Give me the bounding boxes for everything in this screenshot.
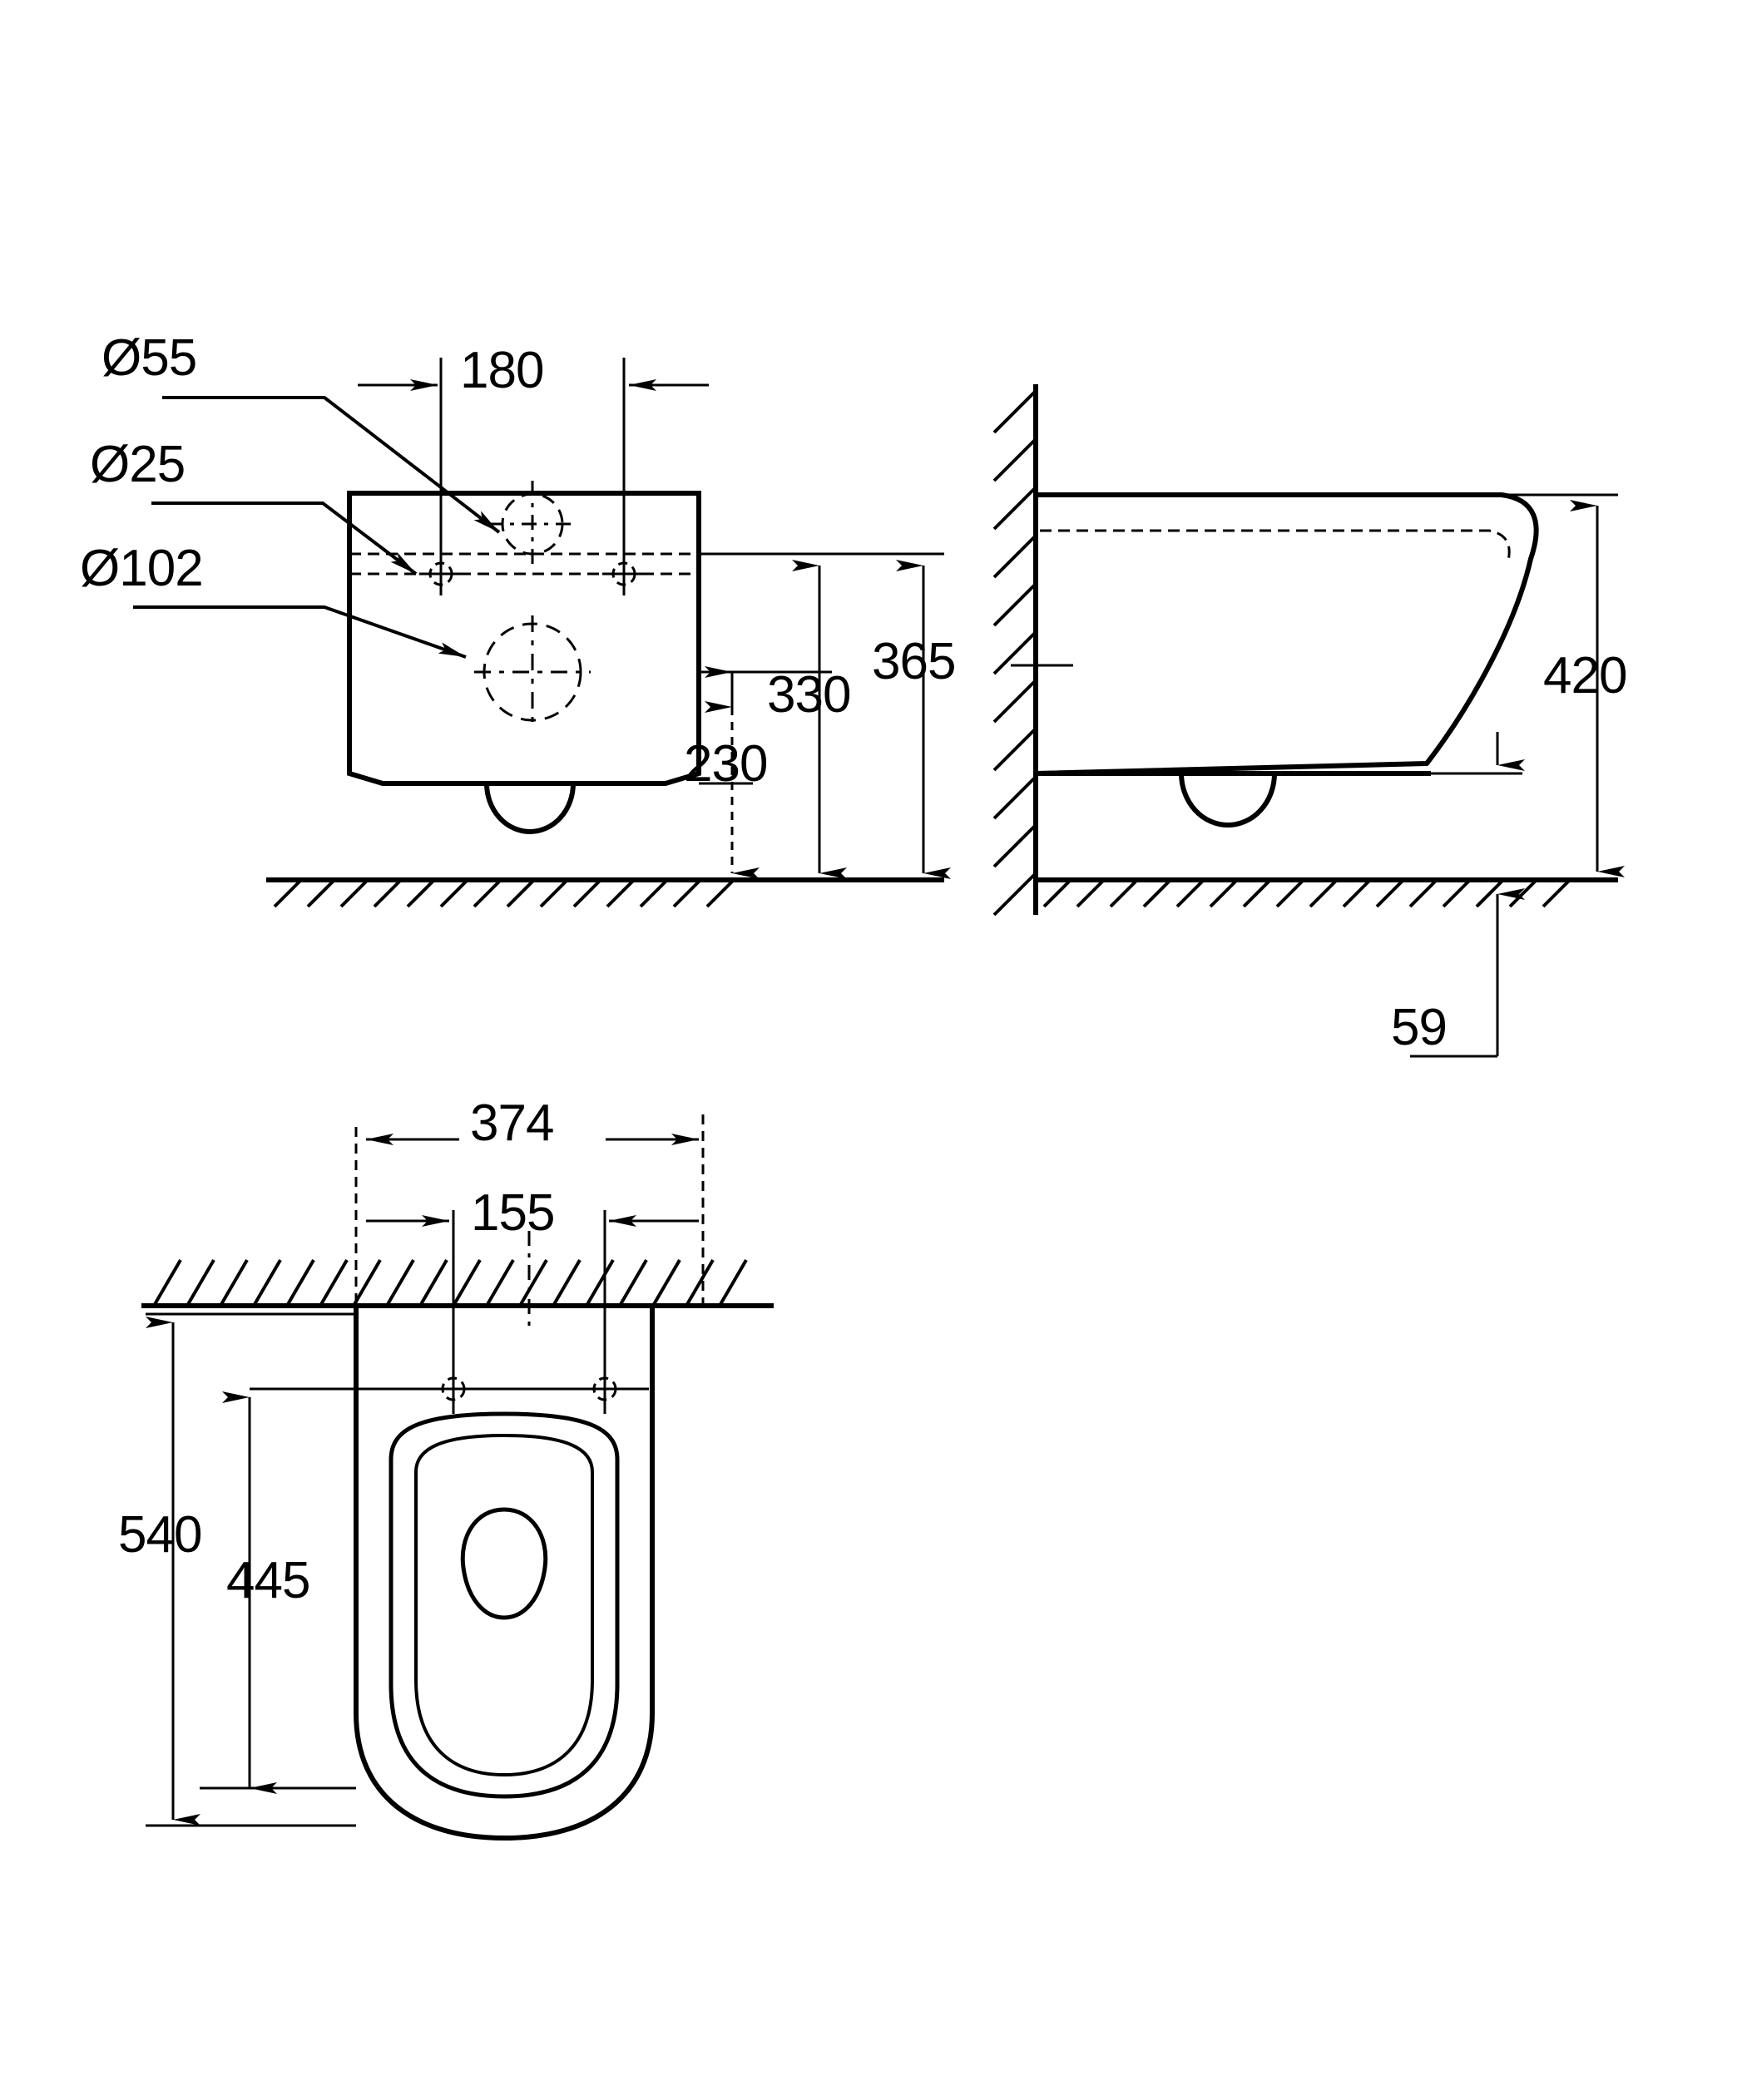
label-540: 540: [118, 1506, 202, 1564]
label-155: 155: [471, 1184, 555, 1242]
plan-view-geometry: [141, 1114, 774, 1841]
label-330: 330: [767, 666, 851, 724]
label-59: 59: [1391, 999, 1448, 1056]
label-420: 420: [1543, 647, 1627, 704]
front-view-geometry: [133, 358, 951, 908]
label-445: 445: [226, 1552, 310, 1609]
label-dia-102: Ø102: [80, 540, 204, 597]
side-view-geometry: [992, 384, 1625, 1058]
label-230: 230: [684, 735, 768, 793]
label-dia-55: Ø55: [101, 329, 197, 387]
label-365: 365: [872, 633, 956, 690]
label-374: 374: [470, 1094, 554, 1152]
label-dia-25: Ø25: [90, 436, 186, 493]
label-180: 180: [460, 342, 544, 399]
